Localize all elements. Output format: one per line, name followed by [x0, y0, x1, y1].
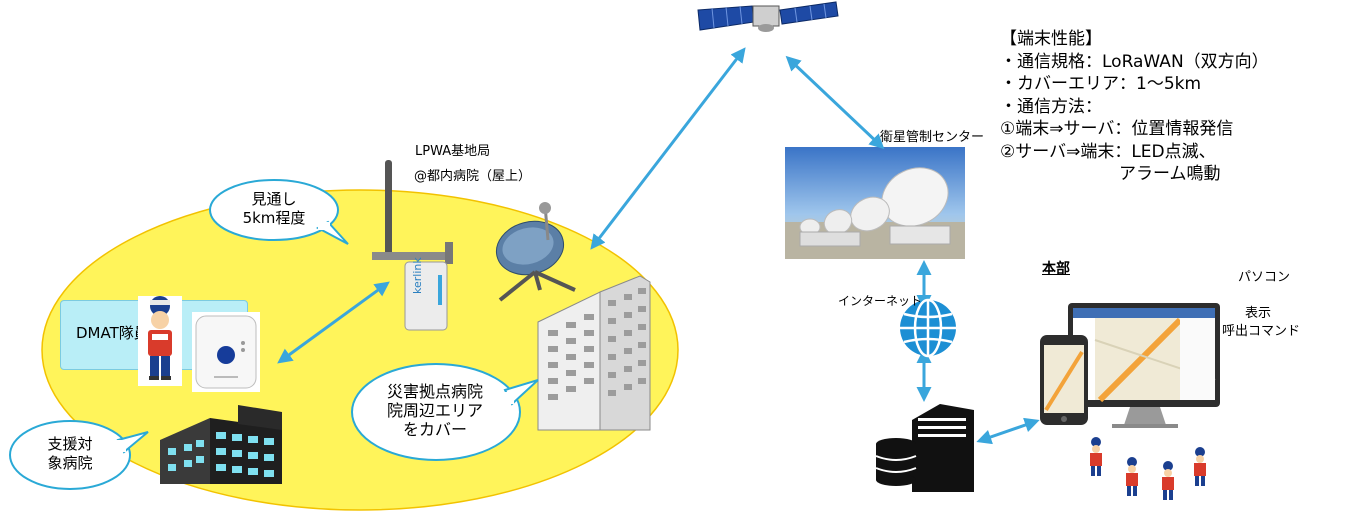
database-icon	[875, 438, 917, 486]
spec-line: ②サーバ⇒端末：LED点滅、	[1000, 141, 1216, 162]
disaster-hospital-building-icon	[537, 275, 651, 431]
spec-line: ・通信規格：LoRaWAN（双方向）	[1000, 51, 1269, 72]
arrow-station-device	[277, 281, 390, 364]
hq-smartphone-icon	[1040, 335, 1088, 425]
arrow-server-hq	[976, 417, 1040, 445]
arrow-satellite-center	[785, 55, 885, 150]
spec-line: ・通信方法：	[1000, 96, 1102, 117]
satellite-center-photo	[785, 147, 965, 259]
satellite-terminal-icon	[495, 202, 576, 302]
bubble-disaster-hospital	[351, 363, 539, 461]
internet-globe-icon	[900, 298, 956, 358]
spec-line: ①端末⇒サーバ：位置情報発信	[1000, 119, 1234, 139]
bubble-disaster-hospital-text: 災害拠点病院 院周辺エリア をカバー	[386, 382, 483, 439]
hq-title: 本部	[1042, 261, 1070, 277]
support-hospital-building-icon	[160, 405, 282, 484]
bubble-support-hospital-text: 支援対 象病院	[47, 435, 93, 472]
bubble-line-of-sight	[209, 179, 349, 245]
hq-staff-icons	[1090, 437, 1206, 500]
satellite-center-label: 衛星管制センター	[880, 130, 985, 145]
satellite-icon	[697, 1, 839, 32]
bubble-line-of-sight-text: 見通し 5km程度	[242, 190, 306, 227]
internet-label: インターネット	[838, 294, 923, 308]
spec-heading: 【端末性能】	[1000, 29, 1102, 49]
hq-display-label: 表示	[1245, 306, 1272, 321]
hq-command-label: 呼出コマンド	[1222, 324, 1301, 339]
server-icon	[912, 404, 974, 492]
base-station-location: @都内病院（屋上）	[414, 169, 532, 184]
arrow-station-satellite	[590, 47, 746, 250]
spec-line: ・カバーエリア：1～5km	[1000, 74, 1202, 94]
base-station-title: LPWA基地局	[415, 144, 491, 159]
bubble-support-hospital	[9, 420, 149, 490]
hq-pc-label: パソコン	[1238, 270, 1291, 285]
gateway-brand-label: kerlink	[411, 257, 424, 294]
terminal-spec-panel: 【端末性能】 ・通信規格：LoRaWAN（双方向） ・カバーエリア：1～5km …	[1000, 28, 1269, 186]
spec-line: アラーム鳴動	[1000, 164, 1221, 184]
hq-monitor-icon	[1068, 303, 1220, 428]
dmat-label: DMAT隊員	[76, 324, 149, 342]
lpwa-gateway-icon	[372, 160, 453, 331]
